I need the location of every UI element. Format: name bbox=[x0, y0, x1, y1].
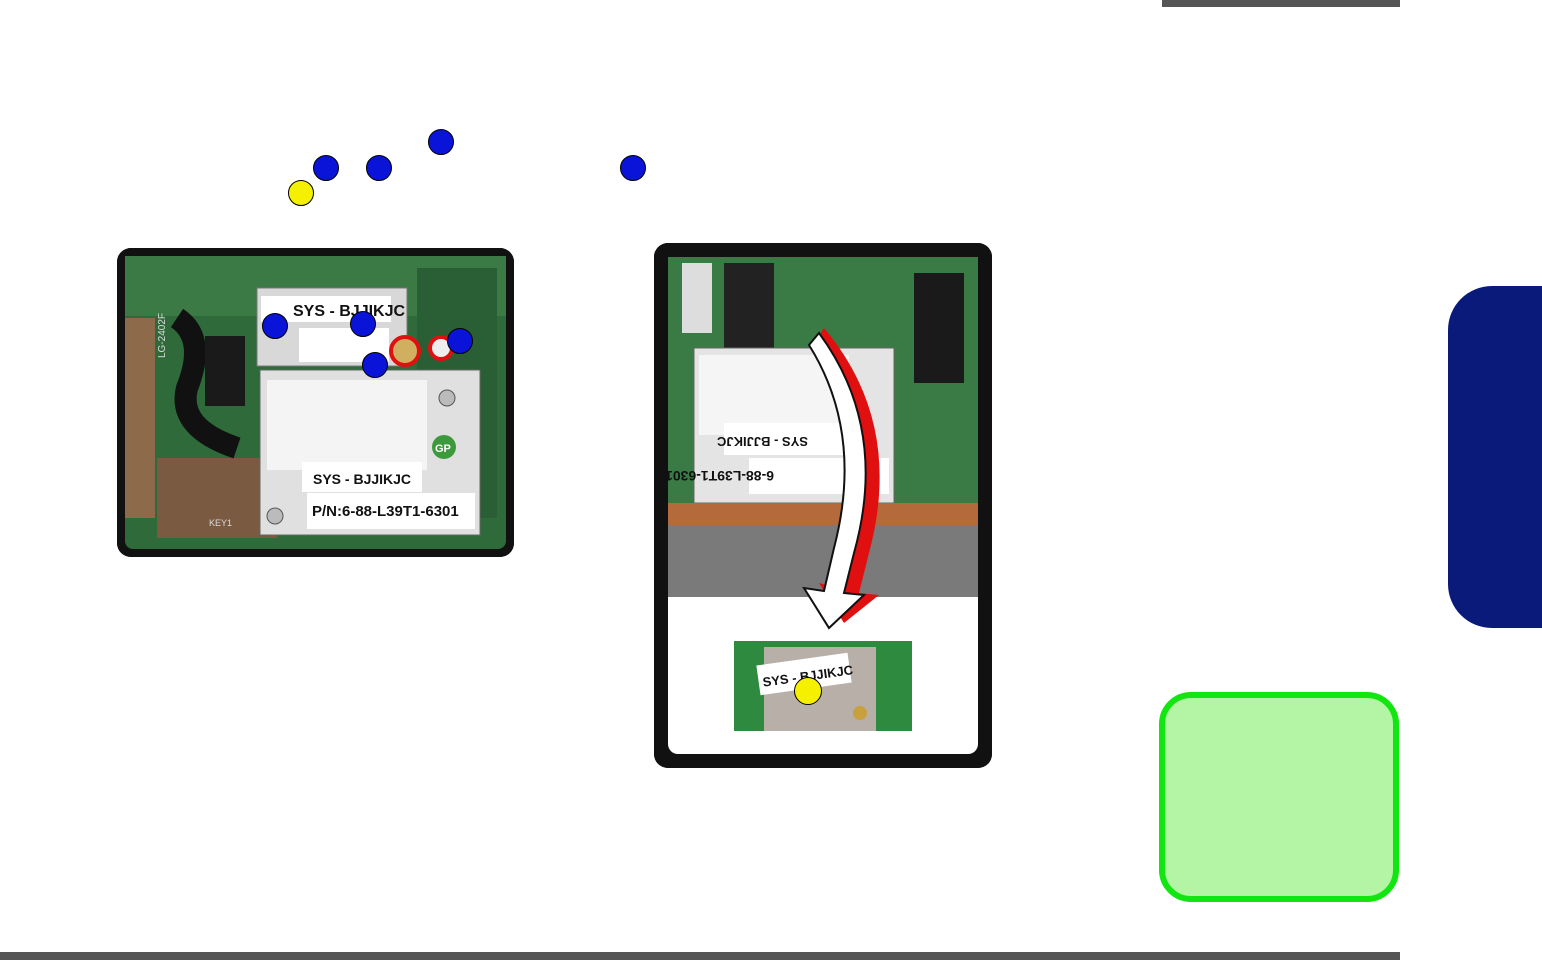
right-part-number: 6-88-L39T1-6301 bbox=[665, 468, 774, 484]
callout-text-5 bbox=[288, 180, 314, 206]
left-modem-label: SYS - BJJIKJC bbox=[313, 471, 411, 487]
callout-right-1 bbox=[794, 677, 822, 705]
left-part-number: P/N:6-88-L39T1-6301 bbox=[312, 503, 459, 520]
footer-rule bbox=[0, 952, 1400, 960]
callout-text-4 bbox=[620, 155, 646, 181]
chapter-tab bbox=[1448, 286, 1542, 628]
figure-left-photo: SYS - BJJIKJC GP SYS - BJJIKJC P/N:6-88-… bbox=[117, 248, 514, 557]
right-modem-label: SYS - BJJIKJC bbox=[716, 434, 808, 449]
figure-right-illustration: SYS - BJJIKJC 6-88-L39T1-6301 SYS - BJJI… bbox=[654, 243, 992, 768]
callout-left-1 bbox=[262, 313, 288, 339]
figure-right-photo: SYS - BJJIKJC 6-88-L39T1-6301 SYS - BJJI… bbox=[654, 243, 992, 768]
callout-left-4 bbox=[362, 352, 388, 378]
callout-left-2 bbox=[350, 311, 376, 337]
callout-left-3 bbox=[447, 328, 473, 354]
header-rule bbox=[1162, 0, 1400, 7]
callout-text-2 bbox=[313, 155, 339, 181]
figure-left-illustration: SYS - BJJIKJC GP SYS - BJJIKJC P/N:6-88-… bbox=[117, 248, 514, 557]
callout-text-1 bbox=[428, 129, 454, 155]
left-connector-text: KEY1 bbox=[209, 518, 232, 528]
note-box bbox=[1159, 692, 1399, 902]
left-module-label: SYS - BJJIKJC bbox=[293, 303, 405, 320]
callout-text-3 bbox=[366, 155, 392, 181]
left-chip-text: LG-2402F bbox=[157, 313, 168, 358]
left-gp-mark: GP bbox=[435, 443, 451, 455]
